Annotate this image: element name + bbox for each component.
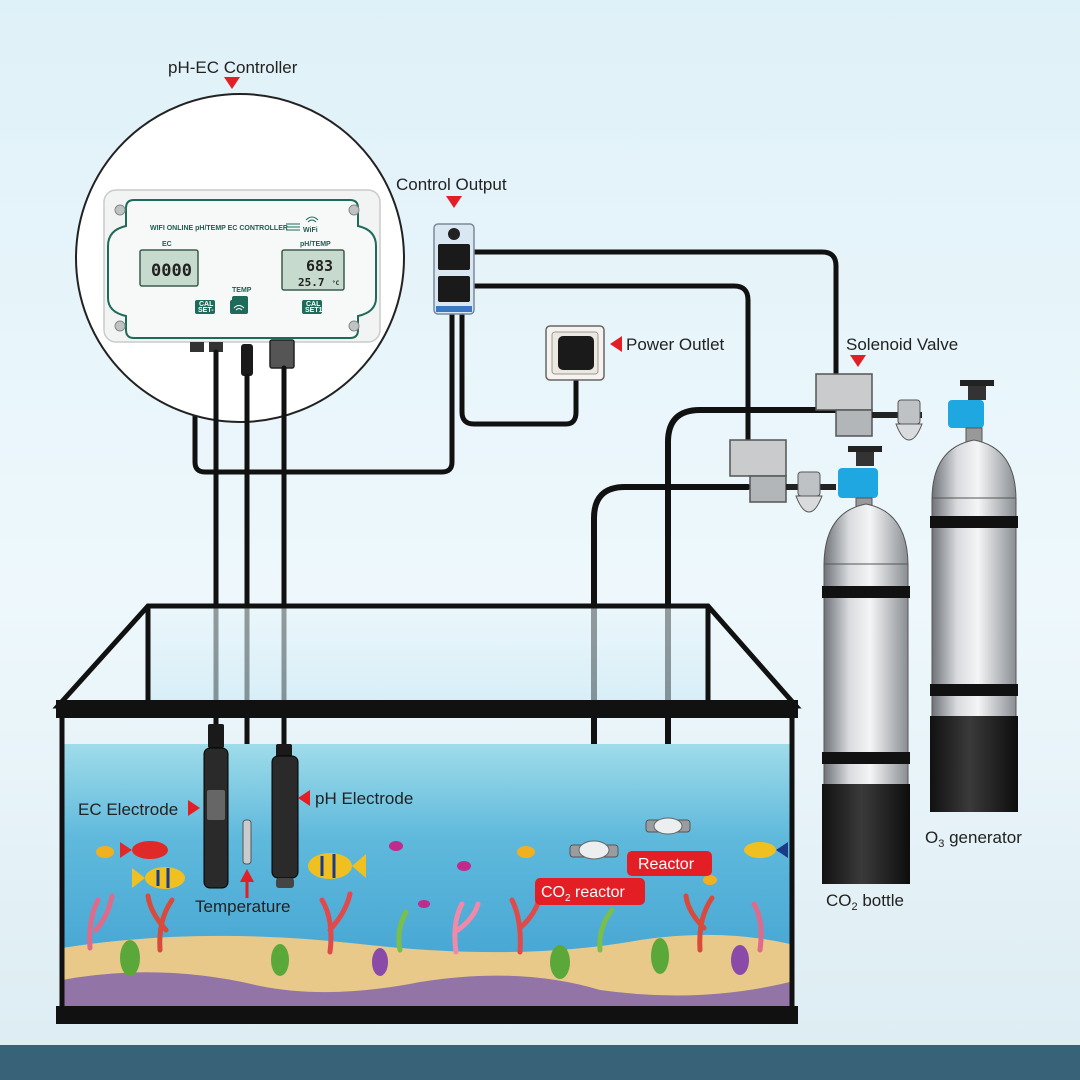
arrow-left-icon: [610, 336, 622, 352]
labels: pH-EC Controller Control Output Power Ou…: [78, 58, 1022, 916]
o3-suffix: generator: [944, 828, 1022, 847]
ec-electrode: [203, 724, 229, 889]
floor-shadow: [0, 1045, 1080, 1080]
cal-right-label: CAL: [306, 301, 321, 308]
screw-icon: [348, 204, 360, 216]
aquarium-tank: [52, 603, 802, 1024]
set-right-label: SET1: [305, 307, 323, 314]
wifi-button[interactable]: [230, 300, 248, 314]
co2-bottle-prefix: CO: [826, 891, 852, 910]
ec-display: [139, 249, 199, 287]
label-solenoid-valve: Solenoid Valve: [846, 335, 958, 354]
label-temperature: Temperature: [195, 897, 290, 916]
ec-value: 0000: [151, 261, 192, 281]
co2-bottle-sub: 2: [852, 901, 858, 913]
o3-generator-cylinder: [930, 380, 1018, 812]
cable-output-to-outlet: [459, 297, 579, 427]
cable-controller-to-output: [192, 297, 455, 475]
solenoid-valve-1: [815, 373, 923, 441]
solenoid-valve-2: [729, 439, 836, 513]
output-socket-1: [438, 244, 470, 270]
cables: [192, 249, 839, 475]
label-reactor: Reactor: [638, 856, 695, 873]
bnc-connector: [269, 339, 295, 369]
label-power-outlet: Power Outlet: [626, 335, 725, 354]
co2-reactor: [569, 840, 619, 860]
arrow-down-icon: [446, 196, 462, 208]
cal-set-right-button[interactable]: [302, 300, 322, 314]
label-ph-electrode: pH Electrode: [315, 789, 413, 808]
co2-bottle-suffix: bottle: [858, 891, 904, 910]
output-base: [436, 306, 472, 312]
cable-output-to-solenoid1: [467, 249, 839, 377]
label-o3-generator: O3 generator: [925, 828, 1022, 850]
label-ec-electrode: EC Electrode: [78, 800, 178, 819]
ph-value: 683: [306, 257, 333, 275]
screw-icon: [114, 204, 126, 216]
co2-reactor-sub: 2: [565, 893, 571, 904]
hose-co2-reactor: [591, 484, 751, 848]
connector: [190, 342, 204, 352]
wifi-icon: [305, 216, 319, 223]
connector: [209, 342, 223, 352]
temp-jack: [241, 344, 253, 376]
output-dial[interactable]: [448, 228, 460, 240]
power-outlet: [545, 325, 605, 381]
tank-bottom-rim: [56, 1006, 798, 1024]
label-co2-bottle: CO2 bottle: [826, 891, 904, 913]
tag-reactor: [627, 851, 712, 876]
screw-icon: [114, 320, 126, 332]
cal-left-label: CAL: [199, 301, 214, 308]
temp-value: 25.7: [298, 276, 325, 289]
label-control-output: Control Output: [396, 175, 507, 194]
cable-output-to-solenoid2: [467, 283, 751, 443]
o3-prefix: O: [925, 828, 938, 847]
ph-display: [281, 249, 345, 291]
o3-sub: 3: [938, 838, 944, 850]
temperature-probe: [242, 819, 252, 865]
ec-display-label: EC: [162, 241, 172, 248]
arrow-down-icon: [850, 355, 866, 367]
tank-frame: [52, 603, 802, 1010]
set-left-label: SET-: [198, 307, 214, 314]
co2-reactor-prefix: CO: [541, 884, 565, 901]
hose-reactor: [665, 407, 839, 825]
tank-back-glass: [148, 606, 708, 716]
ph-electrode: [271, 744, 299, 888]
output-socket-2: [438, 276, 470, 302]
coral: [87, 891, 764, 955]
label-controller: pH-EC Controller: [168, 58, 298, 77]
arrow-up-icon: [240, 869, 254, 882]
cal-set-left-button[interactable]: [195, 300, 215, 314]
temp-unit: °C: [332, 280, 340, 287]
wifi-icon: [233, 305, 245, 311]
screw-icon: [348, 320, 360, 332]
arrow-left-icon: [298, 790, 310, 806]
arrow-right-icon: [188, 800, 200, 816]
fish: [96, 841, 788, 908]
co2-reactor-suffix: reactor: [571, 884, 626, 901]
device-title: WIFI ONLINE pH/TEMP EC CONTROLLER: [150, 225, 288, 232]
tag-co2-reactor: [535, 878, 645, 905]
tank-top-rim: [56, 700, 798, 718]
gas-hoses: [591, 407, 839, 848]
ph-display-label: pH/TEMP: [300, 241, 331, 248]
co2-bottle-cylinder: [822, 446, 910, 884]
label-co2-reactor: CO2 reactor: [541, 884, 625, 904]
tank-rocks: [62, 972, 790, 1012]
controller-detail: WIFI ONLINE pH/TEMP EC CONTROLLER WiFi E…: [75, 93, 405, 423]
reactor: [645, 817, 691, 835]
wifi-text: WiFi: [303, 227, 318, 234]
menu-lines-icon: [286, 223, 300, 231]
plants: [120, 938, 749, 979]
plug: [558, 336, 594, 370]
arrow-down-icon: [224, 77, 240, 89]
control-output-unit: [433, 223, 475, 315]
temp-button-label: TEMP: [232, 287, 252, 294]
